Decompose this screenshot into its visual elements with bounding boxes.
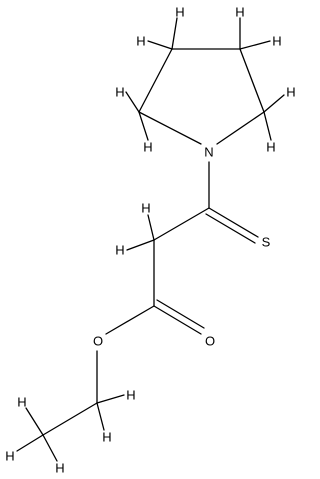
molecule-diagram: H H H H H H H H N H H S O O H H H H H — [5, 5, 295, 476]
atom-h: H — [175, 5, 184, 20]
bond-ch — [125, 91, 140, 113]
bond-ch — [147, 214, 155, 241]
bond-ch — [25, 407, 44, 436]
atom-n: N — [204, 145, 213, 160]
bond-ring-right-upper — [239, 48, 265, 113]
bond-ch — [96, 394, 125, 404]
bond-ch — [147, 40, 173, 50]
atom-h: H — [235, 5, 244, 20]
bond-ring-left-lower — [138, 111, 202, 145]
structure-canvas: H H H H H H H H N H H S O O H H H H H — [5, 5, 295, 476]
atom-h: H — [136, 34, 145, 49]
atom-h: H — [266, 140, 275, 155]
bond-c-o-1 — [153, 305, 202, 335]
atom-o-ether: O — [93, 334, 103, 349]
bond-c-s-2 — [205, 213, 256, 244]
atom-h: H — [286, 85, 295, 100]
bond-ring-left-upper — [138, 48, 173, 113]
atom-h: H — [143, 140, 152, 155]
bond-ch — [239, 40, 271, 50]
bond-ch — [42, 434, 58, 462]
atom-h: H — [126, 388, 135, 403]
atom-h: H — [102, 430, 111, 445]
bond-ch — [263, 111, 272, 141]
atom-h: H — [55, 461, 64, 476]
bond-ring-right-lower — [216, 111, 265, 145]
bond-group — [16, 17, 285, 462]
atom-h: H — [141, 201, 150, 216]
atom-s: S — [262, 235, 271, 250]
bond-ch2-ch3 — [42, 402, 98, 436]
bond-ch — [16, 434, 44, 452]
bond-ch — [138, 111, 149, 141]
atom-h: H — [115, 243, 124, 258]
bond-ch — [126, 239, 155, 251]
bond-c-s-1 — [208, 207, 259, 238]
atom-h: H — [5, 449, 14, 464]
bond-c-o-2 — [156, 299, 205, 329]
bond-c-ch2 — [153, 207, 210, 241]
atom-h: H — [272, 34, 281, 49]
bond-ch — [263, 94, 285, 113]
atom-h: H — [17, 395, 26, 410]
bond-c-o-ether — [105, 305, 155, 335]
bond-ch — [96, 402, 105, 431]
atom-h: H — [115, 85, 124, 100]
atom-label-group: H H H H H H H H N H H S O O H H H H H — [5, 5, 295, 476]
atom-o-carbonyl: O — [205, 334, 215, 349]
bond-ch — [171, 17, 178, 50]
